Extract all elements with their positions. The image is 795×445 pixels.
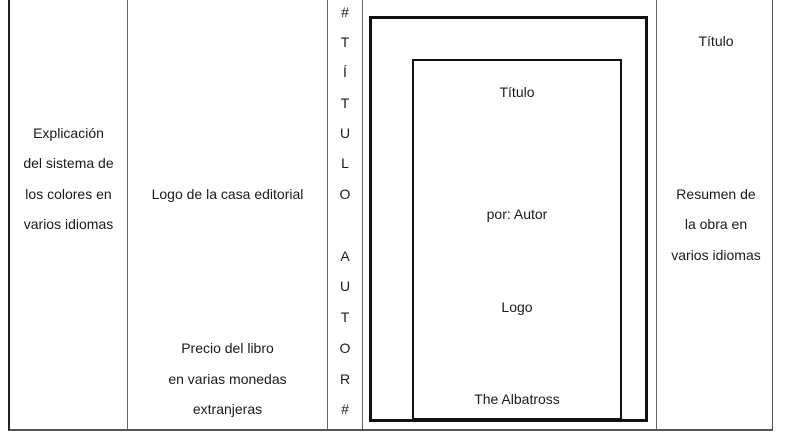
back-flap-line: Explicación	[33, 125, 104, 141]
cover-title: Título	[499, 84, 535, 100]
spine-char: U	[339, 125, 351, 141]
spine-char: #	[341, 4, 349, 20]
cover-author: por: Autor	[486, 206, 548, 222]
cover-inner-frame: Título por: Autor Logo The Albatross	[412, 59, 622, 420]
spine-char: R	[339, 371, 351, 387]
back-flap-line: varios idiomas	[23, 216, 114, 232]
back-flap-line: los colores en	[25, 186, 112, 202]
spine-char: T	[340, 34, 350, 50]
front-flap-column: Título Resumen de la obra en varios idio…	[657, 0, 775, 429]
spine-char: Í	[343, 64, 347, 80]
spine-char: A	[340, 248, 350, 264]
spine-char: U	[339, 278, 351, 294]
spine-char: T	[340, 95, 350, 111]
price-line: extranjeras	[192, 401, 263, 417]
front-flap-title: Título	[698, 33, 734, 49]
summary-line: varios idiomas	[671, 247, 761, 263]
spine-char: O	[339, 340, 351, 356]
price-line: Precio del libro	[181, 340, 274, 356]
summary-line: la obra en	[684, 216, 748, 232]
spine-char: #	[341, 401, 349, 417]
front-cover-column: Título por: Autor Logo The Albatross	[363, 0, 657, 429]
spine-char: T	[340, 309, 350, 325]
spine-char: O	[339, 186, 351, 202]
back-cover-column: Logo de la casa editorial Precio del lib…	[128, 0, 328, 429]
spine-column: # T Í T U L O A U T O R #	[328, 0, 363, 429]
summary-line: Resumen de	[676, 186, 756, 202]
cover-publisher: The Albatross	[474, 391, 560, 407]
spine-char: L	[341, 155, 349, 171]
price-line: en varias monedas	[168, 371, 287, 387]
book-cover-layout-table: Explicación del sistema de los colores e…	[8, 0, 773, 431]
cover-outer-frame: Título por: Autor Logo The Albatross	[369, 16, 648, 422]
cover-logo: Logo	[501, 299, 533, 315]
publisher-logo-label: Logo de la casa editorial	[151, 186, 304, 202]
back-flap-column: Explicación del sistema de los colores e…	[10, 0, 128, 429]
back-flap-line: del sistema de	[23, 155, 114, 171]
